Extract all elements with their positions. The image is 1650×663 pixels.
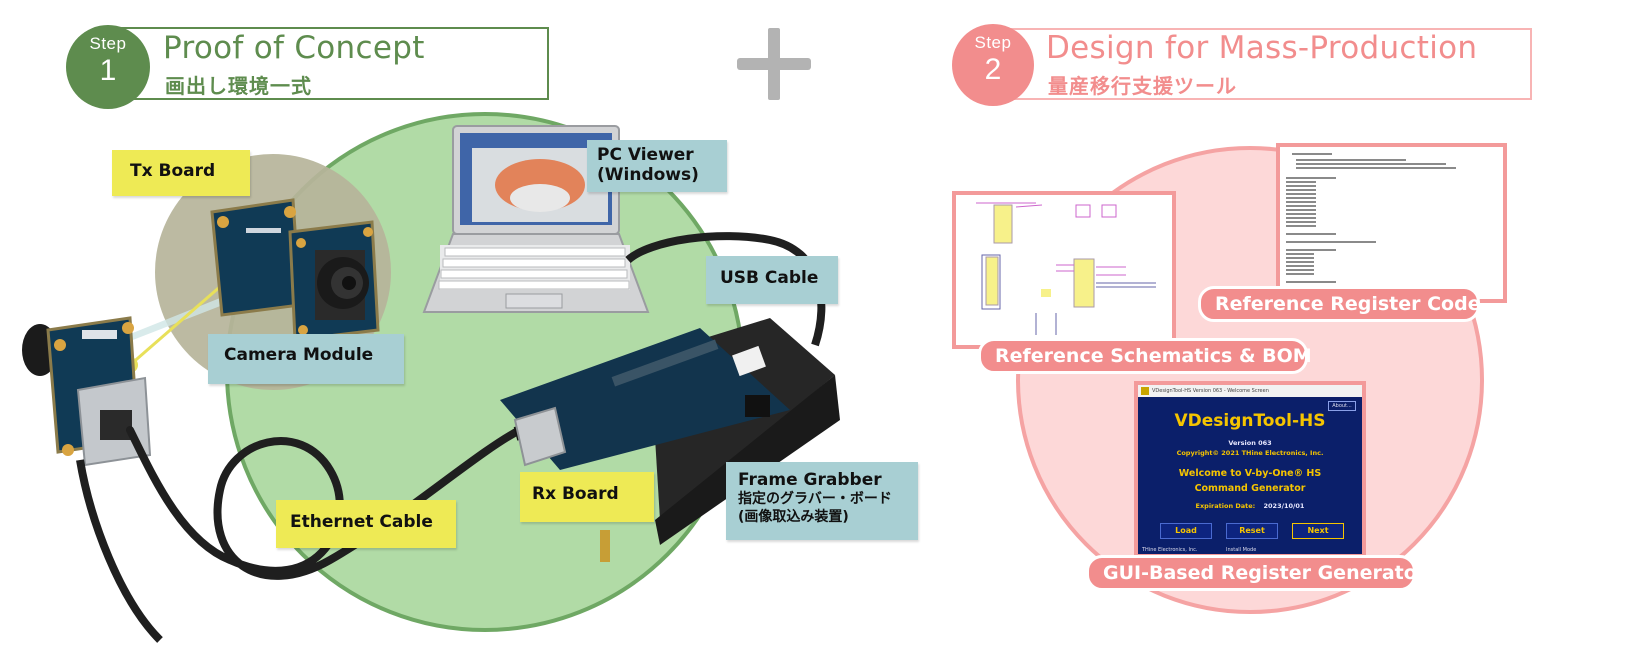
step1-step-word: Step <box>89 34 127 53</box>
small-camera-assembly <box>22 316 152 467</box>
schematics-label: Reference Schematics & BOM <box>978 338 1312 374</box>
camera-module-illustration <box>288 220 380 342</box>
pc-viewer-text: PC Viewer <box>597 145 694 165</box>
plus-icon-vertical <box>768 28 780 100</box>
gui-footer-left: THine Electronics, Inc. <box>1142 547 1198 553</box>
step1-badge: Step 1 <box>66 25 150 109</box>
frame-grabber-jp1: 指定のグラバー・ボード <box>738 491 892 507</box>
register-code-label: Reference Register Code <box>1198 286 1481 322</box>
gui-welcome-line1: Welcome to V-by-One® HS <box>1178 468 1322 479</box>
gui-generator-label: GUI-Based Register Generator <box>1086 555 1426 591</box>
gui-app-title: VDesignTool-HS <box>1174 411 1326 431</box>
gui-generator-screenshot: VDesignTool-HS Version 063 - Welcome Scr… <box>1134 381 1366 558</box>
ethernet-cable-label: Ethernet Cable <box>276 500 456 548</box>
code-lines <box>1286 153 1456 289</box>
step2-header-box <box>1000 28 1532 100</box>
frame-grabber-label: Frame Grabber 指定のグラバー・ボード (画像取込み装置) <box>726 462 918 540</box>
gui-welcome-line2: Command Generator <box>1194 483 1306 494</box>
gui-titlebar: VDesignTool-HS Version 063 - Welcome Scr… <box>1138 385 1362 397</box>
gui-copyright: Copyright© 2021 THine Electronics, Inc. <box>1176 449 1324 457</box>
gui-expiration: Expiration Date: 2023/10/01 <box>1138 502 1362 510</box>
step2-badge: Step 2 <box>952 24 1034 106</box>
gui-titlebar-text: VDesignTool-HS Version 063 - Welcome Scr… <box>1152 388 1269 394</box>
step1-number: 1 <box>99 54 117 87</box>
step2-title: Design for Mass-Production <box>1046 30 1478 66</box>
register-code-screenshot <box>1276 143 1507 303</box>
tx-board-label: Tx Board <box>112 150 250 196</box>
step1-title: Proof of Concept <box>163 30 425 66</box>
frame-grabber-text: Frame Grabber <box>738 470 882 490</box>
camera-module-label: Camera Module <box>208 334 404 384</box>
step2-number: 2 <box>984 53 1002 86</box>
step2-subtitle: 量産移行支援ツール <box>1048 74 1237 98</box>
gui-next-button[interactable]: Next <box>1292 523 1344 539</box>
gui-expiration-value: 2023/10/01 <box>1263 502 1305 510</box>
frame-grabber-jp2: (画像取込み装置) <box>738 509 849 525</box>
pc-viewer-label: PC Viewer (Windows) <box>587 140 727 192</box>
step2-step-word: Step <box>974 33 1012 52</box>
gui-version: Version 063 <box>1228 439 1272 447</box>
gui-reset-button[interactable]: Reset <box>1226 523 1278 539</box>
gui-load-button[interactable]: Load <box>1160 523 1212 539</box>
usb-cable-label: USB Cable <box>706 256 838 304</box>
rx-board-label: Rx Board <box>520 472 654 522</box>
laptop-illustration <box>422 125 650 313</box>
ethernet-cable-tail <box>76 459 163 643</box>
gui-about-button[interactable]: About... <box>1328 401 1356 411</box>
tx-board-illustration <box>210 198 302 317</box>
pc-viewer-os-text: (Windows) <box>597 165 699 185</box>
frame-grabber-illustration <box>500 318 840 562</box>
schematic-drawing <box>976 202 1156 335</box>
step1-header-box <box>113 27 549 100</box>
step1-subtitle: 画出し環境一式 <box>165 74 312 98</box>
gui-footer-mid: Install Mode <box>1226 547 1257 553</box>
gui-expiration-label: Expiration Date: <box>1195 502 1256 510</box>
app-icon <box>1141 387 1149 395</box>
schematics-screenshot <box>952 191 1176 349</box>
